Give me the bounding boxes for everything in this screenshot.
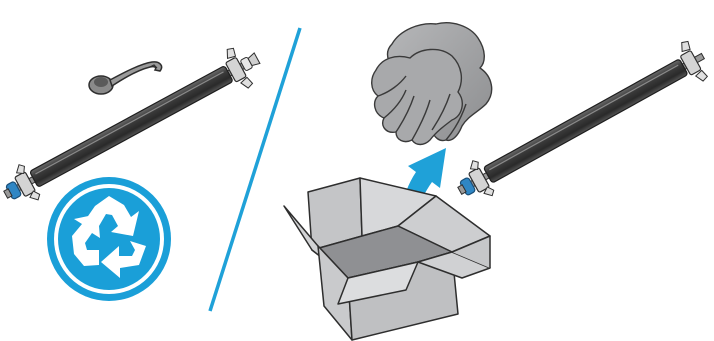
pickup-tool-icon xyxy=(89,62,162,94)
right-panel xyxy=(284,23,714,340)
box-icon xyxy=(284,178,490,340)
recycle-icon xyxy=(47,177,171,301)
gloves-icon xyxy=(372,23,492,145)
roller-icon xyxy=(449,37,713,210)
